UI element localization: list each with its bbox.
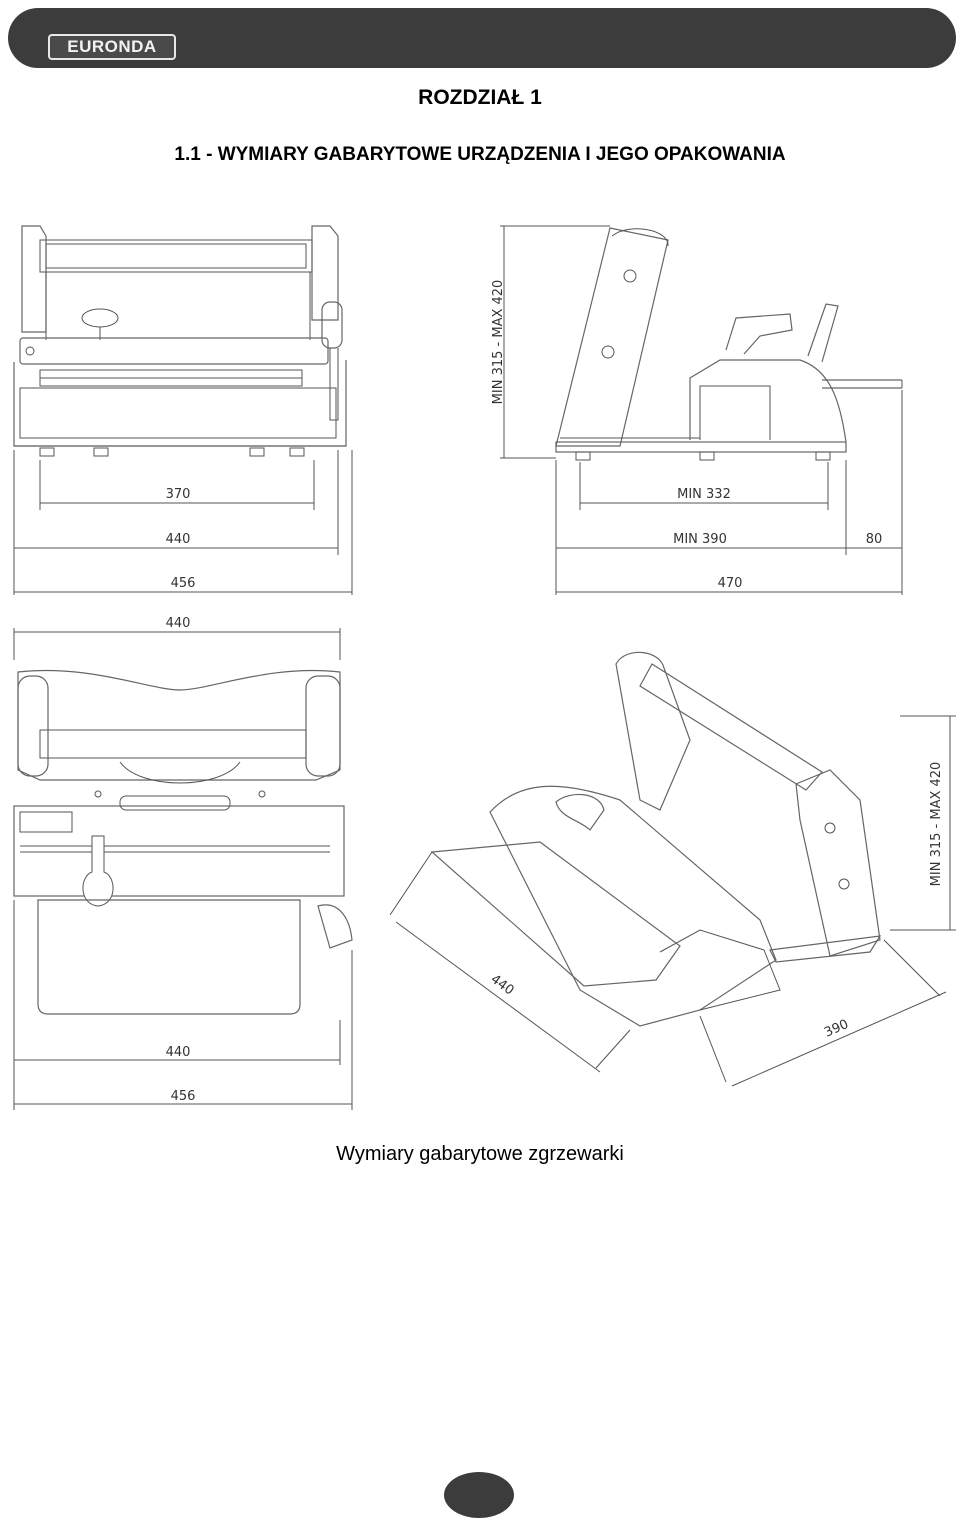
- front-view-drawing: 370 440 456: [13, 225, 353, 595]
- dim-side-80: 80: [866, 532, 883, 547]
- dim-front-440: 440: [166, 532, 191, 547]
- dim-iso-440: 440: [488, 972, 517, 999]
- dim-top-bottom-440: 440: [166, 1045, 191, 1060]
- dim-iso-height: MIN 315 - MAX 420: [929, 762, 944, 887]
- euronda-logo: EURONDA: [48, 34, 176, 60]
- dim-iso-390: 390: [822, 1017, 851, 1041]
- header-bar: EURONDA: [8, 8, 956, 68]
- dim-front-456: 456: [171, 576, 196, 591]
- dim-front-370: 370: [166, 487, 191, 502]
- page-number-badge: [444, 1472, 514, 1518]
- top-view-drawing: 440 440 456: [13, 616, 353, 1110]
- section-title: 1.1 - WYMIARY GABARYTOWE URZĄDZENIA I JE…: [174, 144, 786, 165]
- chapter-title: ROZDZIAŁ 1: [418, 86, 542, 109]
- dim-side-height: MIN 315 - MAX 420: [491, 280, 506, 405]
- dim-top-440: 440: [166, 616, 191, 631]
- dim-side-min332: MIN 332: [677, 487, 731, 502]
- technical-drawing: 370 440 456 MIN 315 - MAX 420: [0, 200, 960, 1120]
- logo-text: EURONDA: [67, 37, 157, 56]
- isometric-view-drawing: MIN 315 - MAX 420 440 390: [389, 651, 956, 1087]
- dim-side-470: 470: [718, 576, 743, 591]
- dim-side-min390: MIN 390: [673, 532, 727, 547]
- side-view-drawing: MIN 315 - MAX 420 MIN 332 MIN 390 80 470: [491, 225, 903, 595]
- figure-caption: Wymiary gabarytowe zgrzewarki: [336, 1143, 624, 1165]
- dim-top-456: 456: [171, 1089, 196, 1104]
